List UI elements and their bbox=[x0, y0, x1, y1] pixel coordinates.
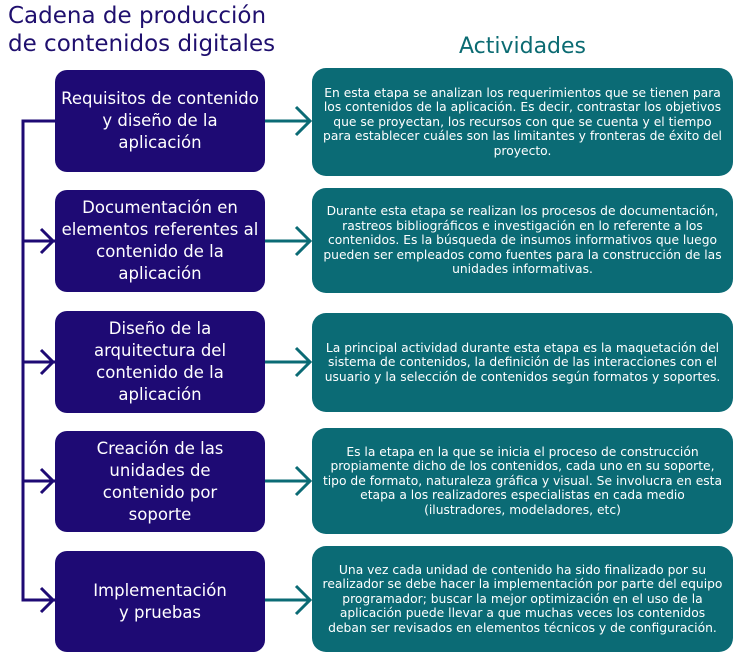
stage-box-documentacion: Documentación en elementos referentes al… bbox=[55, 190, 265, 292]
activity-box-requisitos: En esta etapa se analizan los requerimie… bbox=[312, 68, 733, 176]
arrow-icon bbox=[39, 348, 56, 376]
activity-text: Es la etapa en la que se inicia el proce… bbox=[322, 444, 723, 517]
activity-text: En esta etapa se analizan los requerimie… bbox=[323, 85, 722, 158]
activity-text: La principal actividad durante esta etap… bbox=[324, 340, 721, 384]
arrow-icon bbox=[39, 227, 56, 255]
activities-title: Actividades bbox=[458, 34, 587, 59]
arrow-icon bbox=[294, 346, 313, 378]
chain-title: Cadena de producción de contenidos digit… bbox=[8, 3, 276, 57]
arrow-icon bbox=[39, 467, 56, 495]
arrow-icon bbox=[294, 584, 313, 616]
stage-label: Diseño de la arquitectura del contenido … bbox=[93, 319, 227, 404]
stage-box-implementacion: Implementación y pruebas bbox=[55, 551, 265, 652]
stage-label: Documentación en elementos referentes al… bbox=[61, 198, 259, 283]
activity-box-creacion: Es la etapa en la que se inicia el proce… bbox=[312, 428, 733, 534]
activity-text: Una vez cada unidad de contenido ha sido… bbox=[322, 562, 723, 635]
stage-box-creacion: Creación de las unidades de contenido po… bbox=[55, 431, 265, 532]
stage-box-requisitos: Requisitos de contenido y diseño de la a… bbox=[55, 70, 265, 172]
arrow-icon bbox=[294, 225, 313, 257]
stage-label: Creación de las unidades de contenido po… bbox=[96, 438, 224, 524]
activity-box-implementacion: Una vez cada unidad de contenido ha sido… bbox=[312, 546, 733, 652]
activity-text: Durante esta etapa se realizan los proce… bbox=[323, 204, 722, 277]
stage-box-diseno-arquitectura: Diseño de la arquitectura del contenido … bbox=[55, 311, 265, 413]
stage-label: Implementación y pruebas bbox=[93, 580, 227, 622]
activity-box-diseno-arquitectura: La principal actividad durante esta etap… bbox=[312, 313, 733, 412]
activity-box-documentacion: Durante esta etapa se realizan los proce… bbox=[312, 188, 733, 293]
arrow-icon bbox=[294, 465, 313, 497]
arrow-icon bbox=[39, 586, 56, 614]
stage-label: Requisitos de contenido y diseño de la a… bbox=[61, 89, 259, 152]
arrow-icon bbox=[294, 105, 313, 137]
